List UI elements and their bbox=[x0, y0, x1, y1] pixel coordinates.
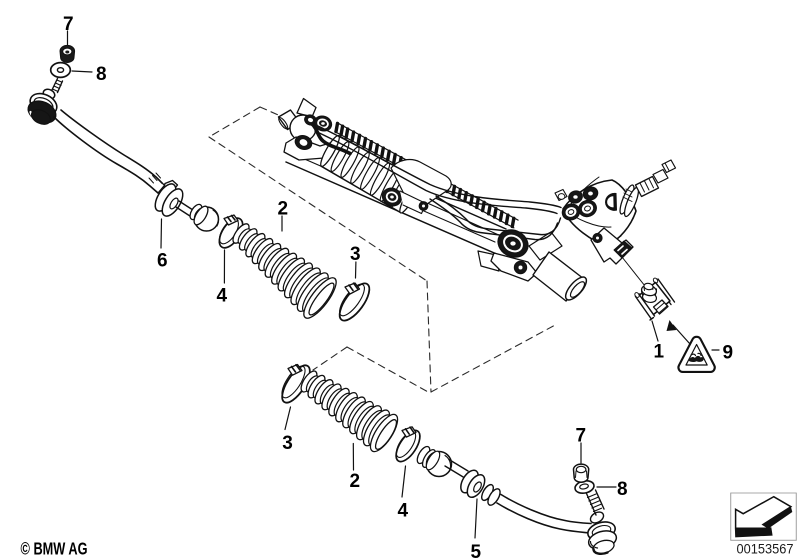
svg-text:3: 3 bbox=[350, 244, 361, 265]
svg-text:5: 5 bbox=[471, 542, 482, 559]
svg-text:6: 6 bbox=[157, 251, 168, 272]
svg-text:2: 2 bbox=[278, 199, 289, 220]
svg-text:7: 7 bbox=[63, 14, 74, 35]
svg-text:4: 4 bbox=[217, 286, 228, 307]
svg-text:4: 4 bbox=[398, 501, 409, 522]
svg-text:1: 1 bbox=[654, 342, 665, 363]
svg-text:9: 9 bbox=[723, 343, 734, 364]
svg-text:2: 2 bbox=[350, 471, 361, 492]
svg-text:8: 8 bbox=[617, 479, 628, 500]
svg-text:00153567: 00153567 bbox=[737, 542, 794, 557]
svg-text:3: 3 bbox=[282, 433, 293, 454]
svg-text:8: 8 bbox=[96, 64, 107, 85]
svg-text:7: 7 bbox=[576, 426, 587, 447]
svg-text:© BMW AG: © BMW AG bbox=[21, 539, 88, 559]
